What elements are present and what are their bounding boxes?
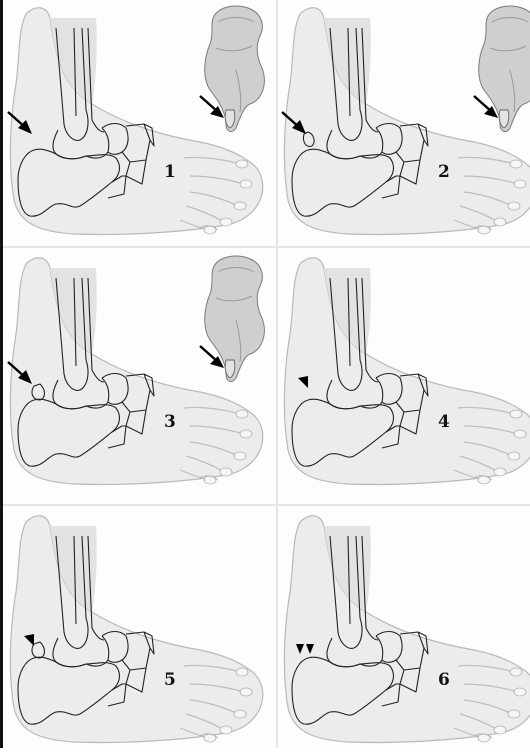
toenail (240, 430, 252, 438)
foot-silhouette (284, 516, 530, 743)
row-divider (3, 504, 530, 506)
toenail (240, 688, 252, 696)
talus-inset (200, 6, 264, 131)
talus-inset (474, 6, 530, 131)
left-border (0, 0, 3, 748)
toenail (514, 688, 526, 696)
row-divider (3, 246, 530, 248)
panel-3: 3 (4, 250, 276, 496)
foot-illustration (278, 508, 530, 754)
panel-number: 5 (164, 670, 176, 690)
foot-illustration (278, 0, 530, 246)
toenail (220, 726, 232, 734)
panel-number: 1 (164, 162, 176, 182)
toenail (220, 468, 232, 476)
toenail (236, 160, 248, 168)
toenail (234, 202, 246, 210)
panel-number: 6 (438, 670, 450, 690)
toenail (494, 726, 506, 734)
toenail (234, 452, 246, 460)
toenail (494, 468, 506, 476)
foot-illustration (4, 250, 276, 496)
toenail (514, 430, 526, 438)
toenail (236, 668, 248, 676)
panel-4: 4 (278, 250, 530, 496)
panel-number: 3 (164, 412, 176, 432)
toenail (510, 668, 522, 676)
toenail (234, 710, 246, 718)
panel-2: 2 (278, 0, 530, 246)
toenail (510, 160, 522, 168)
toenail (508, 452, 520, 460)
toenail (508, 202, 520, 210)
toenail (494, 218, 506, 226)
panel-1: 1 (4, 0, 276, 246)
toenail (508, 710, 520, 718)
toenail (514, 180, 526, 188)
panel-number: 4 (438, 412, 450, 432)
foot-illustration (4, 508, 276, 754)
panel-number: 2 (438, 162, 450, 182)
talus-inset (200, 256, 264, 381)
foot-silhouette (284, 258, 530, 485)
foot-illustration (278, 250, 530, 496)
toenail (510, 410, 522, 418)
toenail (236, 410, 248, 418)
panel-5: 5 (4, 508, 276, 754)
toenail (240, 180, 252, 188)
foot-illustration (4, 0, 276, 246)
toenail (220, 218, 232, 226)
panel-6: 6 (278, 508, 530, 754)
